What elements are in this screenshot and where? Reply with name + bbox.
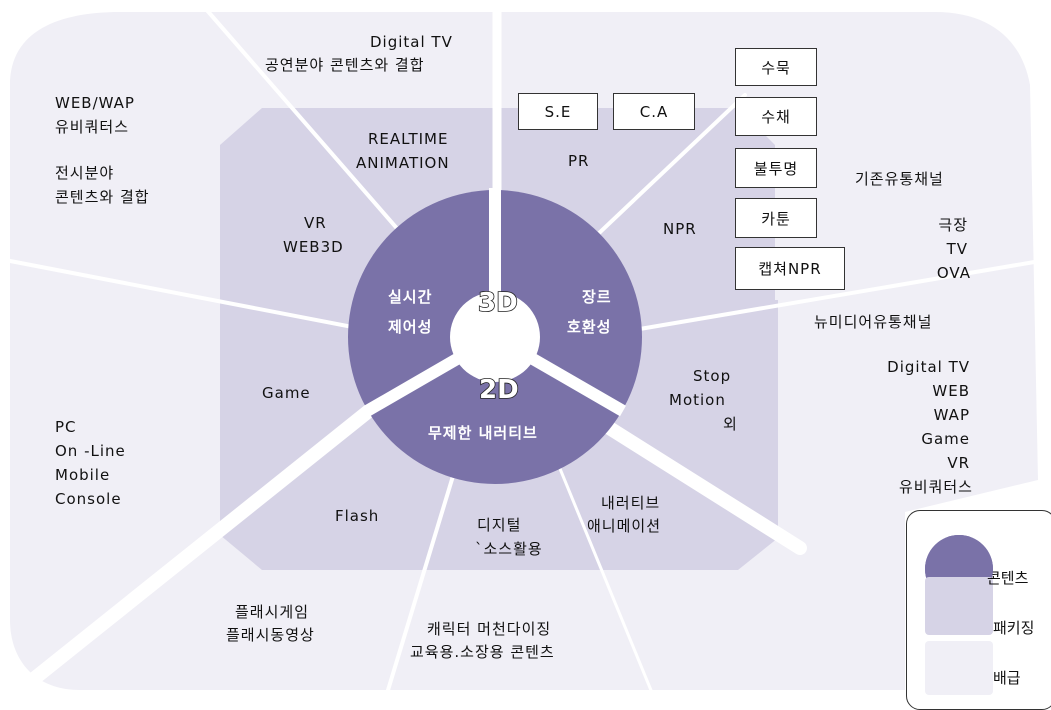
dist-platform-3: Mobile	[55, 466, 110, 484]
content-genre-line2: 호환성	[567, 318, 611, 336]
label-3d: 3D	[478, 288, 518, 318]
dist-newmedia-1: Digital TV	[887, 358, 970, 376]
dist-existing-2: TV	[946, 240, 968, 258]
dist-character-1: 캐릭터 머천다이징	[427, 620, 551, 638]
box-cartoon: 카툰	[735, 198, 817, 238]
dist-top-line1: Digital TV	[370, 33, 453, 51]
pkg-digital-line2: `소스활용	[475, 540, 543, 558]
box-capture-npr: 캡쳐NPR	[735, 247, 845, 290]
pkg-stop-line3: 외	[723, 415, 738, 433]
dist-character-2: 교육용.소장용 콘텐츠	[410, 643, 555, 661]
dist-platform-2: On -Line	[55, 442, 126, 460]
pkg-narrative-line2: 애니메이션	[587, 517, 661, 535]
pkg-flash: Flash	[335, 507, 379, 525]
pkg-realtime-line2: ANIMATION	[356, 154, 450, 172]
dist-topleft-line1: WEB/WAP	[55, 94, 135, 112]
pkg-game: Game	[262, 384, 311, 402]
dist-newmedia-2: WEB	[932, 382, 970, 400]
label-2d: 2D	[479, 375, 519, 405]
box-opaque: 불투명	[735, 148, 817, 188]
dist-newmedia-5: VR	[947, 454, 970, 472]
content-center-hole	[450, 292, 540, 382]
box-se: S.E	[518, 93, 598, 130]
pkg-stop-line2: Motion	[669, 391, 726, 409]
pkg-digital-line1: 디지털	[477, 516, 521, 534]
dist-platform-4: Console	[55, 490, 122, 508]
legend-packaging-label: 패키징	[993, 619, 1035, 637]
dist-topleft-line2: 유비쿼터스	[55, 118, 129, 136]
box-ca: C.A	[613, 93, 695, 130]
box-suchae: 수채	[735, 97, 817, 136]
pkg-vr-line2: WEB3D	[283, 238, 344, 256]
content-realtime-line1: 실시간	[388, 288, 432, 306]
dist-newmedia-title: 뉴미디어유통채널	[814, 313, 932, 331]
dist-top-line2: 공연분야 콘텐츠와 결합	[265, 56, 425, 74]
legend-content-label: 콘텐츠	[987, 569, 1029, 587]
dist-existing-1: 극장	[938, 216, 968, 234]
pkg-vr-line1: VR	[304, 214, 327, 232]
pkg-npr: NPR	[663, 220, 697, 238]
dist-flashgame-1: 플래시게임	[235, 603, 309, 621]
legend-distribution-swatch	[925, 641, 993, 695]
pkg-narrative-line1: 내러티브	[601, 494, 660, 512]
dist-exhibit-line1: 전시분야	[55, 164, 114, 182]
dist-newmedia-3: WAP	[934, 406, 970, 424]
dist-newmedia-6: 유비쿼터스	[899, 478, 973, 496]
content-genre-line1: 장르	[582, 288, 612, 306]
dist-flashgame-2: 플래시동영상	[226, 626, 315, 644]
content-realtime-line2: 제어성	[388, 318, 432, 336]
dist-exhibit-line2: 콘텐츠와 결합	[55, 188, 150, 206]
box-sumuk: 수묵	[735, 48, 817, 86]
dist-newmedia-4: Game	[921, 430, 970, 448]
pkg-stop-line1: Stop	[693, 367, 731, 385]
dist-platform-1: PC	[55, 418, 77, 436]
legend-packaging-swatch	[925, 577, 993, 635]
pkg-realtime-line1: REALTIME	[368, 130, 448, 148]
dist-existing-3: OVA	[937, 264, 971, 282]
dist-existing-title: 기존유통채널	[855, 170, 944, 188]
legend-distribution-label: 배급	[993, 669, 1021, 687]
pkg-pr: PR	[568, 152, 589, 170]
legend: 콘텐츠 패키징 배급	[906, 510, 1051, 710]
content-narrative: 무제한 내러티브	[428, 424, 538, 442]
